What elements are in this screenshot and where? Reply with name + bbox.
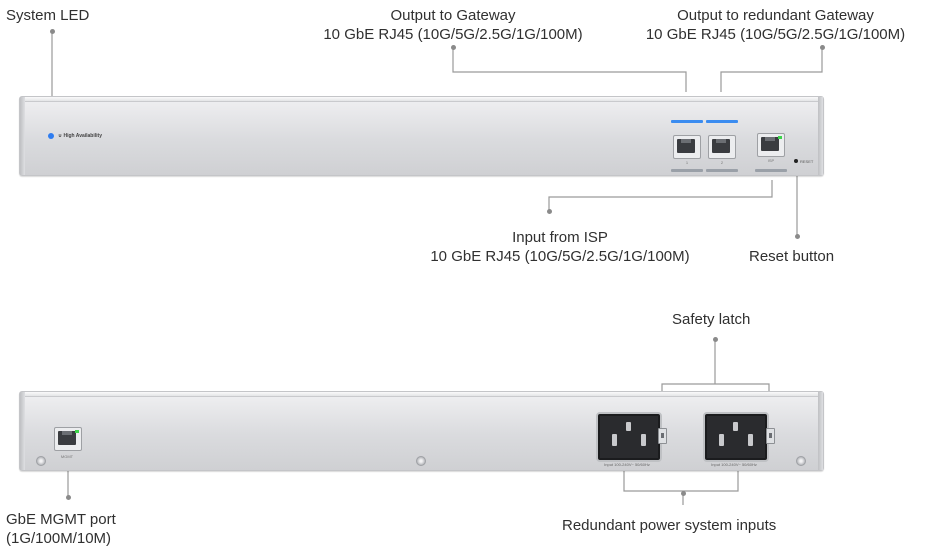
isp-link-led [778, 136, 782, 139]
power-input-2-caption: Input 100-240V~ 50/60Hz [711, 462, 757, 467]
mgmt-port-rj45[interactable] [54, 427, 82, 451]
screw-icon [416, 456, 426, 466]
safety-latch-2[interactable] [766, 428, 775, 444]
power-input-1-caption: Input 100-240V~ 50/60Hz [604, 462, 650, 467]
output-gateway-title: Output to Gateway [390, 7, 516, 24]
redundant-power-label: Redundant power system inputs [562, 517, 777, 534]
port-1-active-bar [671, 120, 703, 123]
output-gateway-pointer-dot [450, 45, 456, 50]
mgmt-port-label: GbE MGMT port (1G/100M/10M) [6, 510, 116, 548]
output-redundant-title: Output to redundant Gateway [677, 7, 874, 24]
output-gateway-spec: 10 GbE RJ45 (10G/5G/2.5G/1G/100M) [323, 26, 583, 43]
output-redundant-pointer-dot [819, 45, 825, 50]
isp-port-bar [755, 169, 787, 172]
safety-latch-label: Safety latch [672, 311, 751, 328]
mgmt-pointer-dot [65, 495, 71, 500]
safety-latch-1[interactable] [658, 428, 667, 444]
port-1-bar [671, 169, 703, 172]
system-led-pointer-dot [49, 29, 55, 34]
brand-text: ∪ High Availability [58, 133, 102, 139]
output-redundant-spec: 10 GbE RJ45 (10G/5G/2.5G/1G/100M) [645, 26, 906, 43]
port-2-caption: 2 [720, 160, 724, 165]
brand-label: High Availability [63, 133, 102, 139]
port-1-caption: 1 [685, 160, 689, 165]
front-panel: ∪ High Availability 1 2 ISP RESET [19, 96, 824, 176]
port-2-active-bar [706, 120, 738, 123]
mgmt-port-title: GbE MGMT port [6, 511, 116, 528]
isp-port-rj45[interactable] [757, 133, 785, 157]
redundant-power-pointer-dot [680, 491, 686, 496]
port-2-rj45[interactable] [708, 135, 736, 159]
mgmt-link-led [75, 430, 79, 433]
power-input-1[interactable] [596, 412, 662, 462]
input-isp-title: Input from ISP [512, 229, 608, 246]
reset-button[interactable] [794, 159, 798, 163]
reset-caption: RESET [800, 159, 814, 164]
system-led-label: System LED [6, 7, 90, 24]
rear-panel: MGMT Input 100-240V~ 50/60Hz Input 100-2… [19, 391, 824, 471]
reset-button-label: Reset button [749, 248, 835, 265]
port-1-rj45[interactable] [673, 135, 701, 159]
port-2-bar [706, 169, 738, 172]
screw-icon [796, 456, 806, 466]
output-gateway-label: Output to Gateway 10 GbE RJ45 (10G/5G/2.… [298, 6, 608, 44]
safety-latch-pointer-dot [712, 337, 718, 342]
power-input-2[interactable] [703, 412, 769, 462]
reset-pointer-dot [794, 234, 800, 239]
screw-icon [36, 456, 46, 466]
isp-port-caption: ISP [767, 158, 775, 163]
mgmt-port-caption: MGMT [60, 454, 74, 459]
mgmt-port-spec: (1G/100M/10M) [6, 530, 112, 547]
ubiquiti-logo-icon: ∪ [58, 133, 63, 139]
input-isp-spec: 10 GbE RJ45 (10G/5G/2.5G/1G/100M) [430, 248, 690, 265]
system-led [48, 133, 54, 139]
input-isp-pointer-dot [546, 209, 552, 214]
output-redundant-label: Output to redundant Gateway 10 GbE RJ45 … [622, 6, 929, 44]
input-isp-label: Input from ISP 10 GbE RJ45 (10G/5G/2.5G/… [405, 228, 715, 266]
